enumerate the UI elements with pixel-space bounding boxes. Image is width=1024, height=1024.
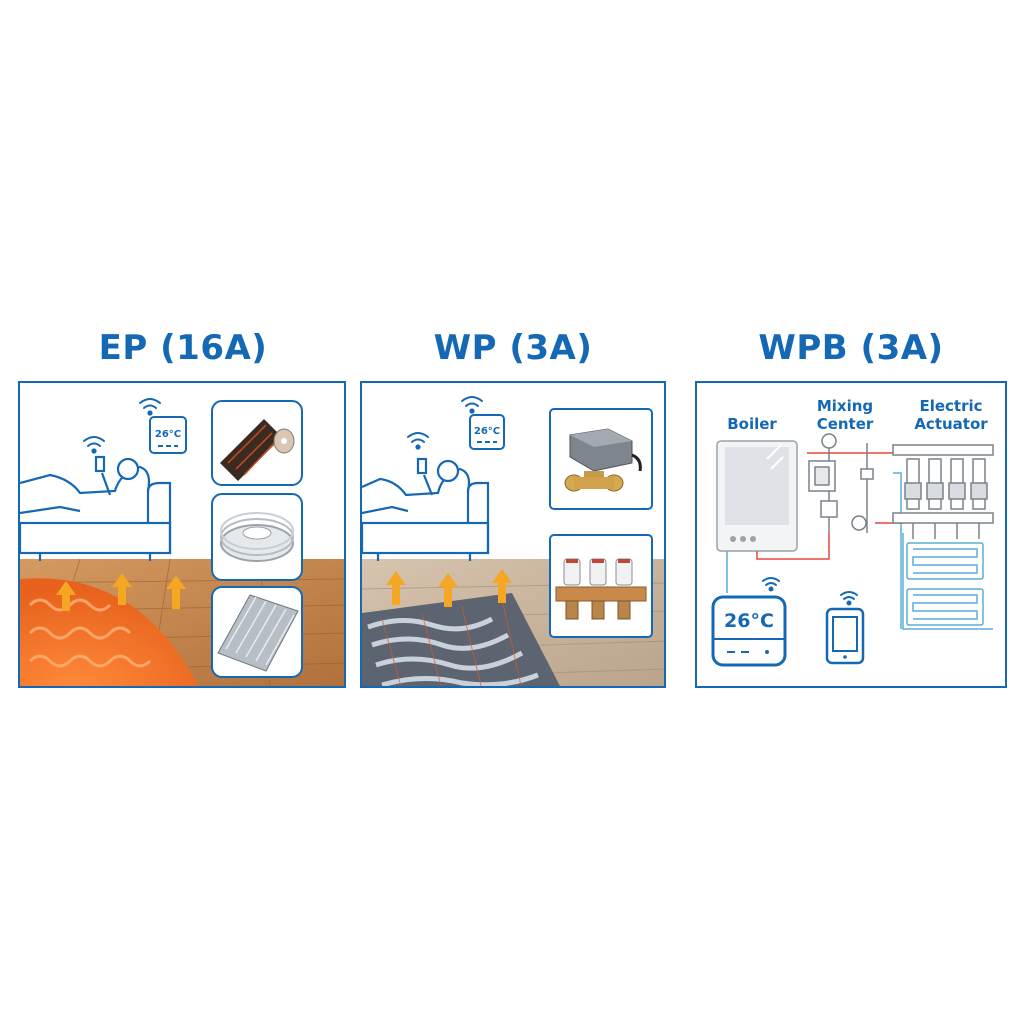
wp-title: WP (3A) bbox=[433, 328, 593, 368]
manifold-actuator-icon bbox=[549, 534, 653, 638]
wp-thermostat-temp: 26°C bbox=[474, 426, 500, 437]
zone-valve-icon bbox=[549, 408, 653, 510]
heating-film-roll-icon bbox=[211, 400, 303, 486]
boiler-label: Boiler bbox=[727, 415, 777, 433]
wifi-icon bbox=[461, 396, 483, 414]
wifi-icon bbox=[83, 436, 105, 454]
person-on-sofa-icon bbox=[20, 455, 172, 561]
heating-mat-icon bbox=[211, 586, 303, 678]
ep-panel: 26°C bbox=[18, 381, 346, 688]
wpb-scene: 26°C bbox=[711, 433, 994, 667]
person-on-sofa-icon bbox=[362, 457, 490, 561]
wp-scene: 26°C bbox=[362, 396, 664, 686]
wifi-icon bbox=[762, 577, 780, 592]
wp-panel: 26°C bbox=[360, 381, 666, 688]
thermostat-icon: 26°C bbox=[149, 416, 187, 454]
heat-arrow-icon bbox=[56, 573, 186, 611]
cable-coil-icon bbox=[211, 493, 303, 581]
wifi-icon bbox=[407, 432, 429, 450]
wifi-icon bbox=[139, 398, 161, 416]
wpb-title: WPB (3A) bbox=[758, 328, 944, 368]
wifi-icon bbox=[840, 591, 858, 606]
pipe-bed bbox=[362, 593, 560, 686]
ep-title: EP (16A) bbox=[98, 328, 268, 368]
heat-arrow-icon bbox=[386, 569, 512, 607]
electric-actuator-label: Electric Actuator bbox=[914, 397, 988, 433]
ep-scene: 26°C bbox=[20, 398, 344, 686]
thermostat-icon: 26°C bbox=[711, 595, 787, 667]
floor-loops bbox=[906, 542, 984, 626]
underfloor-pipes bbox=[367, 616, 539, 686]
wpb-panel: 26°C Boiler Mixing Center Electric Actua… bbox=[695, 381, 1007, 688]
wpb-thermostat-temp: 26°C bbox=[724, 610, 774, 632]
smartphone-icon bbox=[825, 607, 865, 665]
mixing-center-icon bbox=[808, 433, 874, 533]
boiler-icon bbox=[716, 440, 798, 552]
pipe-lines bbox=[726, 452, 993, 630]
electric-actuator-icon bbox=[892, 444, 994, 539]
mixing-center-label: Mixing Center bbox=[816, 397, 874, 433]
thermostat-icon: 26°C bbox=[469, 414, 505, 450]
ep-thermostat-temp: 26°C bbox=[155, 429, 181, 440]
